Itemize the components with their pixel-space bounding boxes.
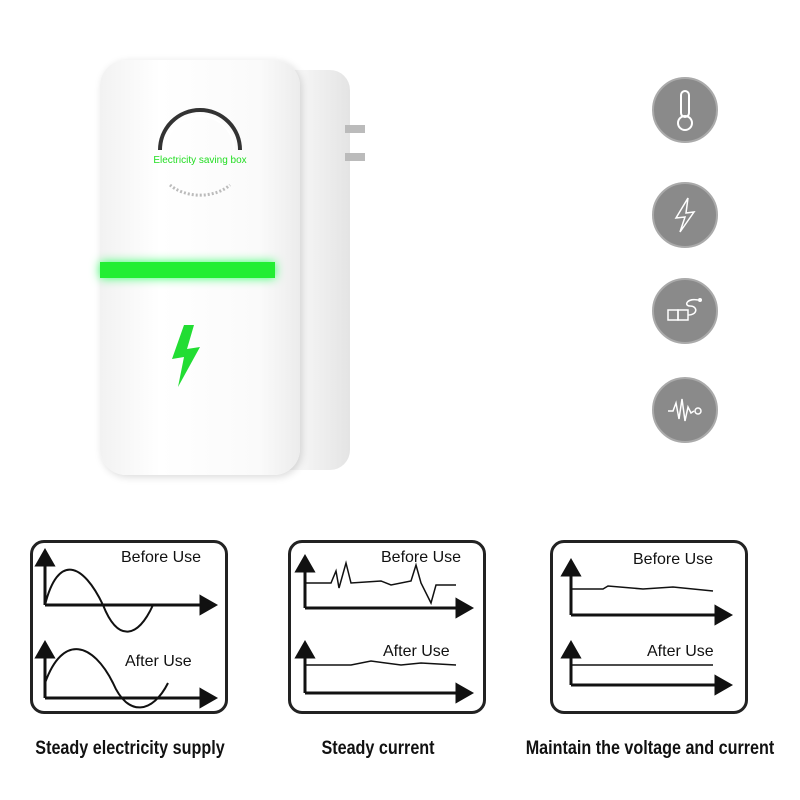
- before-use-label: Before Use: [121, 549, 202, 566]
- plug-icon: [652, 278, 718, 344]
- waveform-chart: [34, 547, 219, 709]
- caption-steady-current: Steady current: [321, 738, 435, 759]
- after-use-label: After Use: [647, 643, 714, 660]
- panel-maintain-voltage: Before Use After Use: [550, 540, 748, 714]
- caption-maintain-voltage: Maintain the voltage and current: [525, 738, 775, 759]
- plug-prong: [345, 125, 365, 133]
- thermometer-icon: [652, 77, 718, 143]
- caption-steady-supply: Steady electricity supply: [35, 738, 225, 759]
- plug-prong: [345, 153, 365, 161]
- lightning-bolt-icon: [172, 325, 200, 387]
- current-chart: [294, 553, 475, 704]
- before-use-label: Before Use: [381, 549, 462, 566]
- after-use-label: After Use: [125, 653, 192, 670]
- waveform-icon: [652, 377, 718, 443]
- panel-steady-supply: Before Use After Use: [30, 540, 228, 714]
- lightning-icon: [652, 182, 718, 248]
- device-logo: [158, 108, 242, 197]
- panel-steady-current: Before Use After Use: [288, 540, 486, 714]
- green-indicator-strip: [100, 262, 275, 278]
- voltage-chart: [560, 557, 734, 696]
- logo-text: Electricity saving box: [153, 155, 247, 166]
- after-use-label: After Use: [383, 643, 450, 660]
- before-use-label: Before Use: [633, 551, 714, 568]
